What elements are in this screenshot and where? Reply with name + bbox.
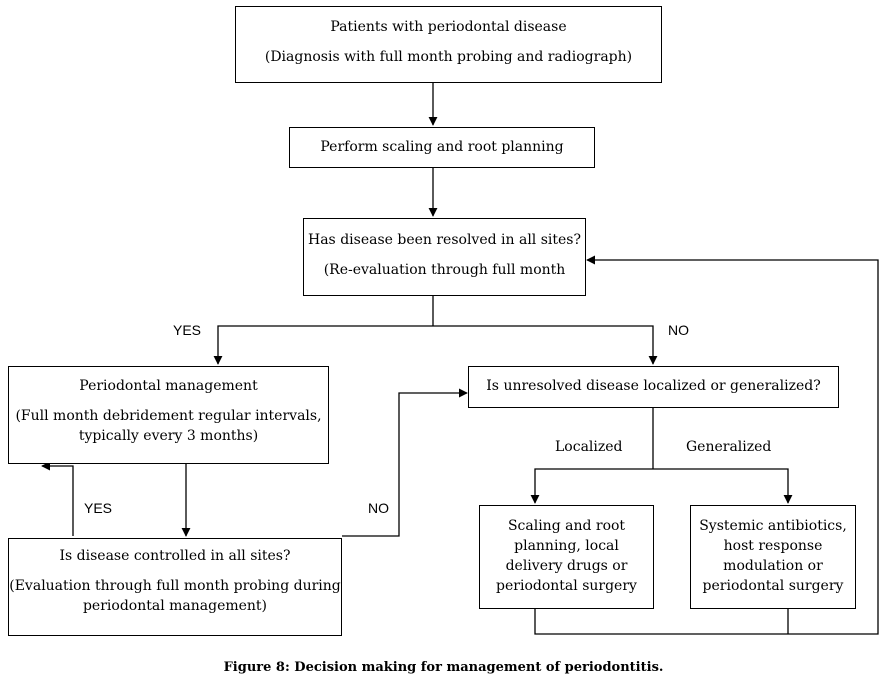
edge-label-generalized: Generalized — [686, 439, 772, 455]
node-localized-treatment-line1: Scaling and root — [507, 518, 626, 534]
arrow-generalized — [653, 468, 793, 504]
node-unresolved-title: Is unresolved disease localized or gener… — [486, 378, 821, 394]
arrow-localized — [530, 468, 653, 504]
edge-label-no-resolved: NO — [668, 322, 689, 338]
node-generalized-treatment-line2: host response — [723, 538, 823, 554]
node-scaling-title: Perform scaling and root planning — [320, 139, 564, 155]
edge-label-yes-resolved: YES — [173, 322, 202, 338]
arrow-feedback-to-resolved — [534, 255, 879, 635]
node-resolved: Has disease been resolved in all sites? … — [303, 218, 586, 296]
node-patients-title: Patients with periodontal disease — [330, 19, 567, 35]
arrow-yes-to-management — [213, 325, 433, 365]
node-localized-treatment-line2: planning, local — [514, 538, 619, 554]
node-controlled-line2: (Evaluation through full month probing d… — [9, 578, 341, 594]
node-generalized-treatment-line3: modulation or — [723, 558, 823, 574]
node-controlled: Is disease controlled in all sites? (Eva… — [8, 538, 342, 636]
arrow-no-to-unresolved — [433, 325, 658, 365]
node-resolved-subtitle: (Re-evaluation through full month — [323, 262, 566, 278]
edge-label-localized: Localized — [555, 439, 623, 455]
node-resolved-title: Has disease been resolved in all sites? — [308, 232, 581, 248]
node-management-line3: typically every 3 months) — [78, 428, 259, 444]
node-management: Periodontal management (Full month debri… — [8, 366, 329, 464]
node-management-line2: (Full month debridement regular interval… — [15, 408, 322, 424]
node-management-title: Periodontal management — [79, 378, 258, 394]
node-localized-treatment: Scaling and root planning, local deliver… — [479, 505, 654, 609]
figure-caption: Figure 8: Decision making for management… — [223, 660, 664, 675]
node-controlled-title: Is disease controlled in all sites? — [59, 548, 291, 564]
node-generalized-treatment-line1: Systemic antibiotics, — [699, 518, 847, 534]
node-scaling: Perform scaling and root planning — [289, 127, 595, 168]
node-unresolved: Is unresolved disease localized or gener… — [468, 366, 839, 408]
node-localized-treatment-line3: delivery drugs or — [505, 558, 628, 574]
node-patients: Patients with periodontal disease (Diagn… — [235, 6, 662, 83]
arrow-controlled-no-to-unresolved — [342, 388, 468, 537]
node-controlled-line3: periodontal management) — [82, 598, 268, 614]
edge-label-no-controlled: NO — [368, 500, 389, 516]
arrow-controlled-yes-to-management — [41, 461, 74, 536]
node-generalized-treatment-line4: periodontal surgery — [702, 578, 844, 594]
node-patients-subtitle: (Diagnosis with full month probing and r… — [264, 49, 633, 65]
node-localized-treatment-line4: periodontal surgery — [496, 578, 637, 594]
node-generalized-treatment: Systemic antibiotics, host response modu… — [690, 505, 856, 609]
edge-label-yes-controlled: YES — [84, 500, 113, 516]
